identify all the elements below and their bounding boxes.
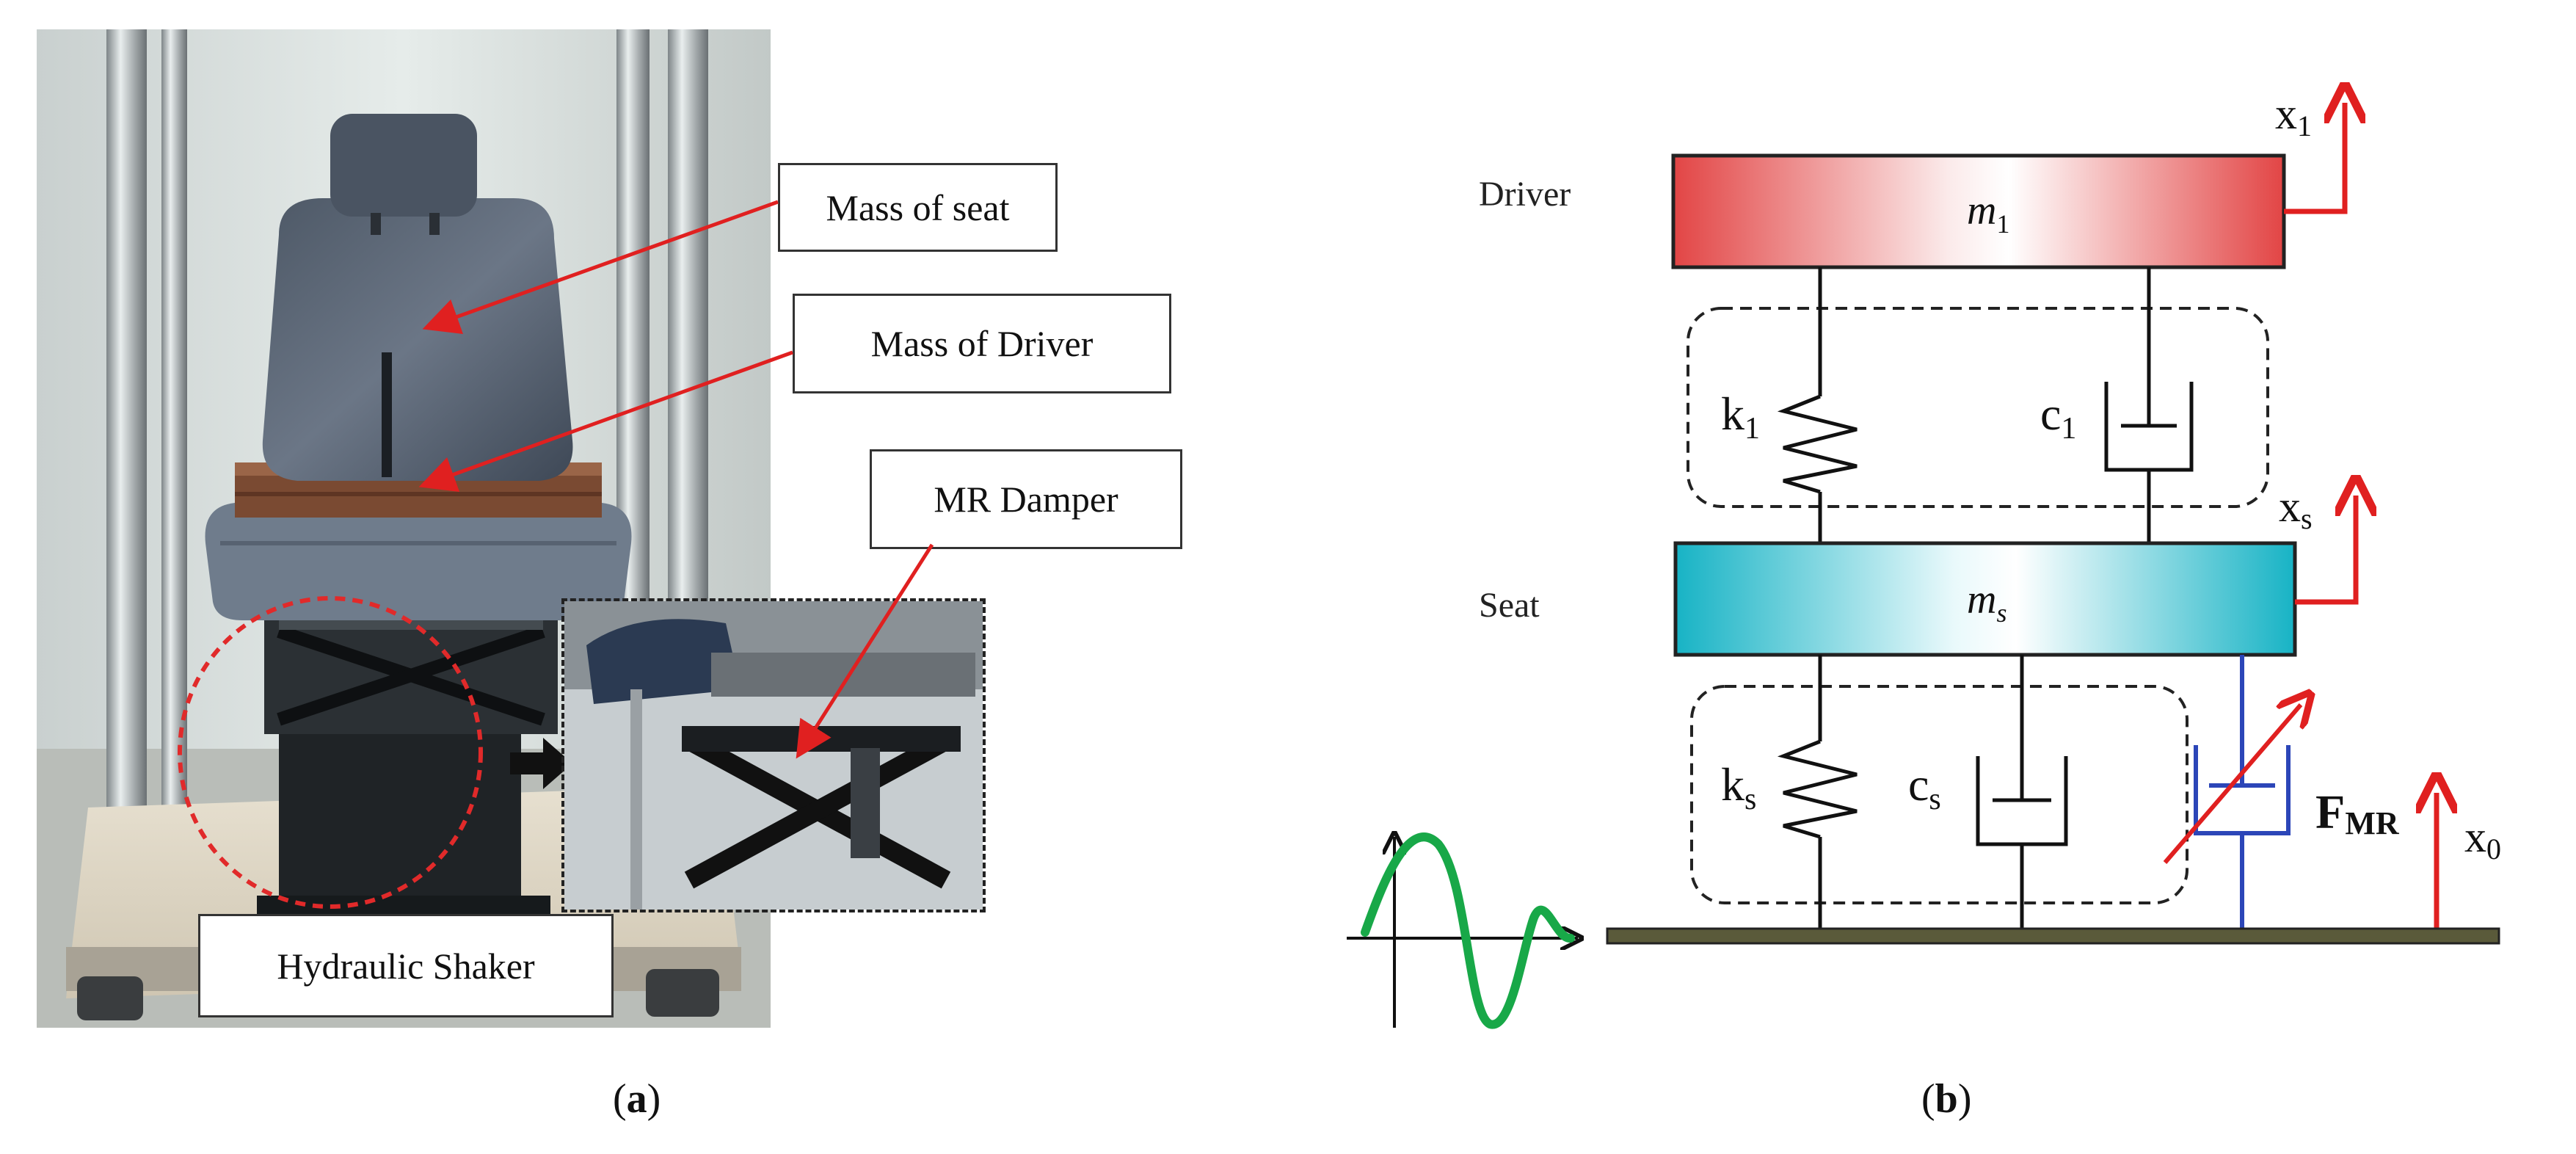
c1-damper (2104, 267, 2194, 543)
mr-damper-symbol (2194, 655, 2291, 934)
panel-b-model-diagram: Driver m1 x1 k1 c1 Seat ms xs ks c (1347, 0, 2501, 1029)
x1-label: x1 (2275, 90, 2312, 142)
ground-bar (1606, 927, 2500, 945)
caption-b: (b) (1921, 1076, 1972, 1122)
arrow-to-mr-damper (796, 543, 934, 759)
callout-mr-damper: MR Damper (870, 449, 1182, 549)
c1-label: c1 (2040, 388, 2076, 446)
driver-label: Driver (1479, 175, 1571, 214)
lower-suspension-box (1690, 685, 2188, 904)
m1-label: m1 (1967, 188, 2009, 239)
mr-damper-closeup (564, 601, 983, 910)
seat-label: Seat (1479, 586, 1540, 625)
caption-b-letter: b (1935, 1076, 1958, 1122)
caption-a: (a) (613, 1076, 661, 1122)
excitation-wave (1361, 832, 1575, 1029)
callout-mr-damper-text: MR Damper (934, 479, 1118, 520)
k1-spring (1777, 267, 1858, 543)
callout-hydraulic-shaker-text: Hydraulic Shaker (277, 945, 535, 987)
callout-hydraulic-shaker: Hydraulic Shaker (198, 914, 614, 1017)
driver-mass-block (1671, 153, 2286, 269)
ks-spring (1777, 655, 1858, 934)
cs-damper (1976, 655, 2068, 934)
fmr-label: FMR (2315, 785, 2400, 841)
ks-label: ks (1721, 758, 1756, 816)
ms-label: ms (1967, 577, 2006, 628)
upper-suspension-box (1687, 307, 2269, 508)
panel-a-pointer-arrows (418, 200, 934, 759)
xs-arrow (2295, 496, 2356, 605)
k1-label: k1 (1721, 388, 1760, 446)
callout-mass-of-seat-text: Mass of seat (826, 186, 1010, 228)
callout-mass-of-seat: Mass of seat (778, 163, 1058, 252)
arrow-to-driver-mass (418, 350, 793, 492)
mr-damper-inset-photo (561, 598, 986, 912)
xs-label: xs (2279, 482, 2313, 535)
callout-mass-of-driver-text: Mass of Driver (870, 323, 1094, 364)
x0-label: x0 (2464, 813, 2501, 866)
callout-mass-of-driver: Mass of Driver (793, 294, 1171, 393)
arrow-to-seat (422, 200, 779, 335)
cs-label: cs (1908, 758, 1941, 816)
caption-a-letter: a (626, 1076, 647, 1122)
seat-mass-block (1673, 541, 2297, 657)
x1-arrow (2284, 103, 2345, 214)
mr-variable-arrow (2163, 705, 2301, 864)
